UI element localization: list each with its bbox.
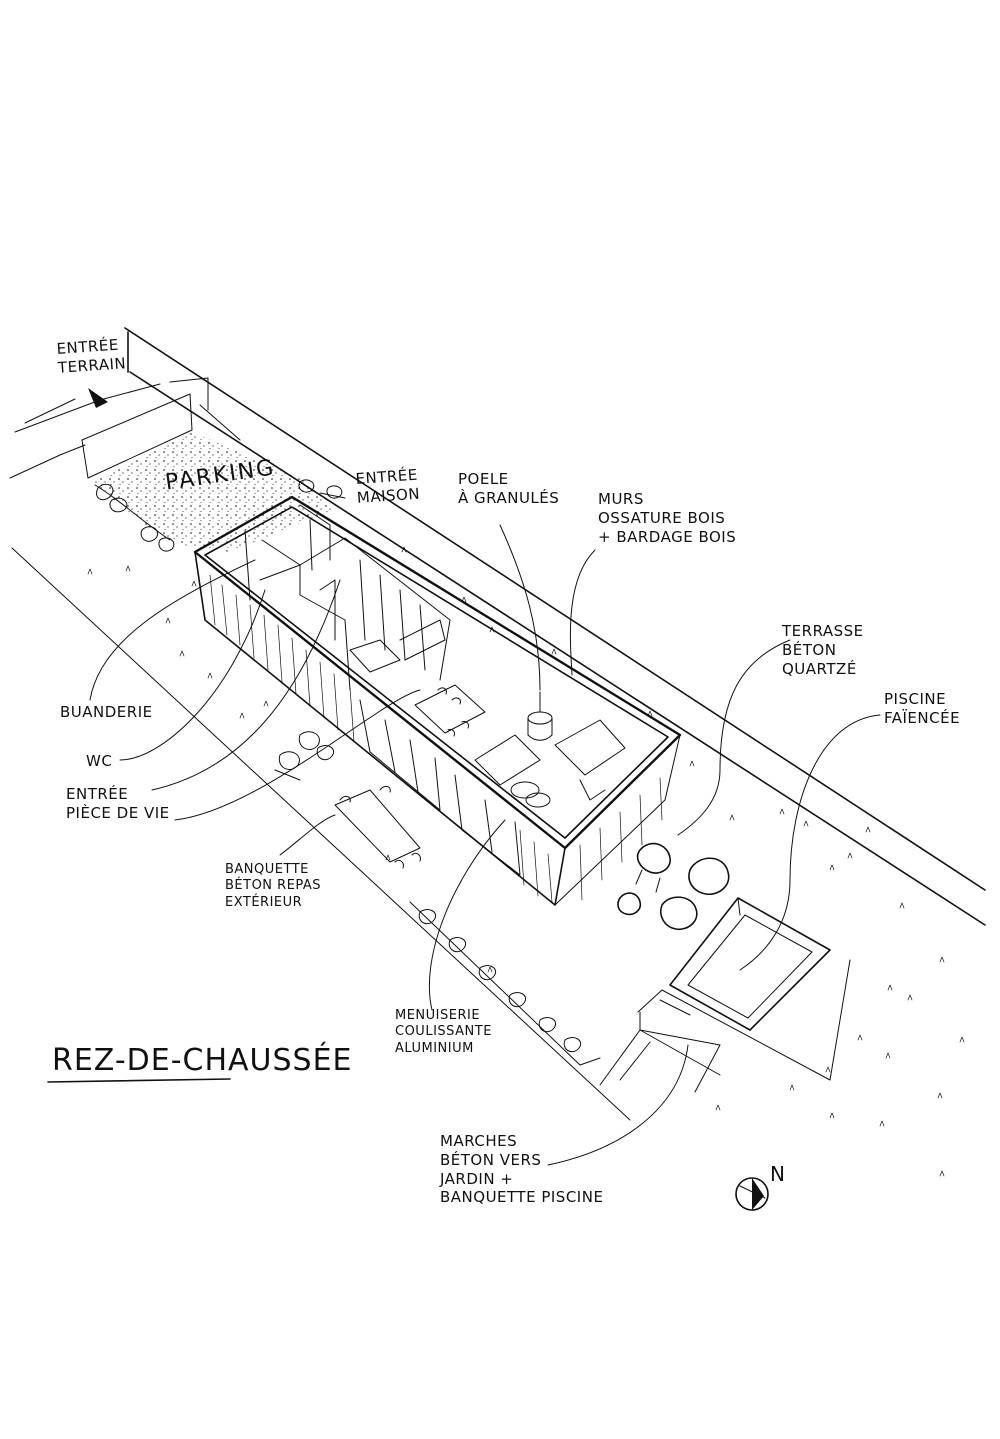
label-murs: Murs ossature bois + bardage bois — [598, 490, 736, 546]
label-poele: Poele à granulés — [458, 470, 559, 508]
label-wc: WC — [86, 752, 113, 770]
north-arrow-icon — [735, 1177, 769, 1211]
dining-area — [414, 684, 486, 737]
label-poele-line1: Poele — [458, 470, 509, 488]
living-furniture — [474, 719, 626, 808]
parking-plants — [96, 479, 343, 552]
label-entree-maison: Entrée Maison — [355, 466, 421, 508]
label-menuiserie-line1: Menuiserie — [395, 1008, 481, 1023]
label-banquette-line2: béton repas — [225, 878, 322, 894]
entrance-gate — [81, 393, 193, 479]
label-terrasse-line1: Terrasse — [782, 622, 864, 640]
swimming-pool — [637, 897, 851, 1081]
label-entree-piece-line1: Entrée — [66, 785, 129, 803]
label-marches: Marches béton vers jardin + banquette pi… — [440, 1132, 603, 1207]
parking-area — [92, 432, 332, 552]
garden-plants — [274, 731, 601, 1066]
house-volume — [193, 495, 682, 906]
label-terrasse: Terrasse béton quartzé — [782, 622, 864, 678]
label-terrasse-line3: quartzé — [782, 659, 857, 678]
outdoor-dining-table — [334, 785, 421, 869]
label-murs-line3: + bardage bois — [598, 527, 737, 546]
entrance-arrow-icon — [24, 388, 108, 424]
label-marches-line4: banquette piscine — [440, 1188, 604, 1207]
label-piscine: Piscine faïencée — [884, 690, 960, 728]
label-piscine-line2: faïencée — [884, 708, 961, 727]
label-piscine-line1: Piscine — [884, 690, 947, 708]
label-marches-line3: jardin + — [440, 1169, 514, 1188]
pellet-stove — [527, 691, 553, 741]
interior-partitions — [244, 504, 451, 691]
label-menuiserie: Menuiserie coulissante aluminium — [395, 1008, 492, 1057]
label-entree-piece-line2: pièce de vie — [66, 803, 170, 822]
terrace-furniture — [617, 842, 730, 931]
concrete-steps — [599, 1029, 721, 1093]
compass-letter: N — [770, 1162, 786, 1186]
label-murs-line2: ossature bois — [598, 508, 726, 527]
label-murs-line1: Murs — [598, 490, 644, 508]
label-marches-line1: Marches — [440, 1132, 518, 1150]
label-banquette: Banquette béton repas extérieur — [225, 862, 321, 911]
label-marches-line2: béton vers — [440, 1150, 542, 1169]
label-entree-terrain: Entrée Terrain — [56, 335, 127, 377]
label-poele-line2: à granulés — [458, 488, 560, 507]
leader-lines — [89, 492, 881, 1166]
label-entree-piece: Entrée pièce de vie — [66, 785, 170, 823]
title-underline — [47, 1078, 231, 1083]
label-terrasse-line2: béton — [782, 640, 837, 659]
label-banquette-line1: Banquette — [225, 862, 309, 877]
label-buanderie: Buanderie — [60, 703, 153, 721]
label-menuiserie-line2: coulissante — [395, 1024, 492, 1040]
page-title: Rez-de-chaussée — [52, 1043, 353, 1078]
grass-marks — [87, 546, 965, 1177]
plot-boundaries — [9, 327, 986, 1121]
label-menuiserie-line3: aluminium — [395, 1040, 474, 1056]
label-banquette-line3: extérieur — [225, 894, 303, 910]
